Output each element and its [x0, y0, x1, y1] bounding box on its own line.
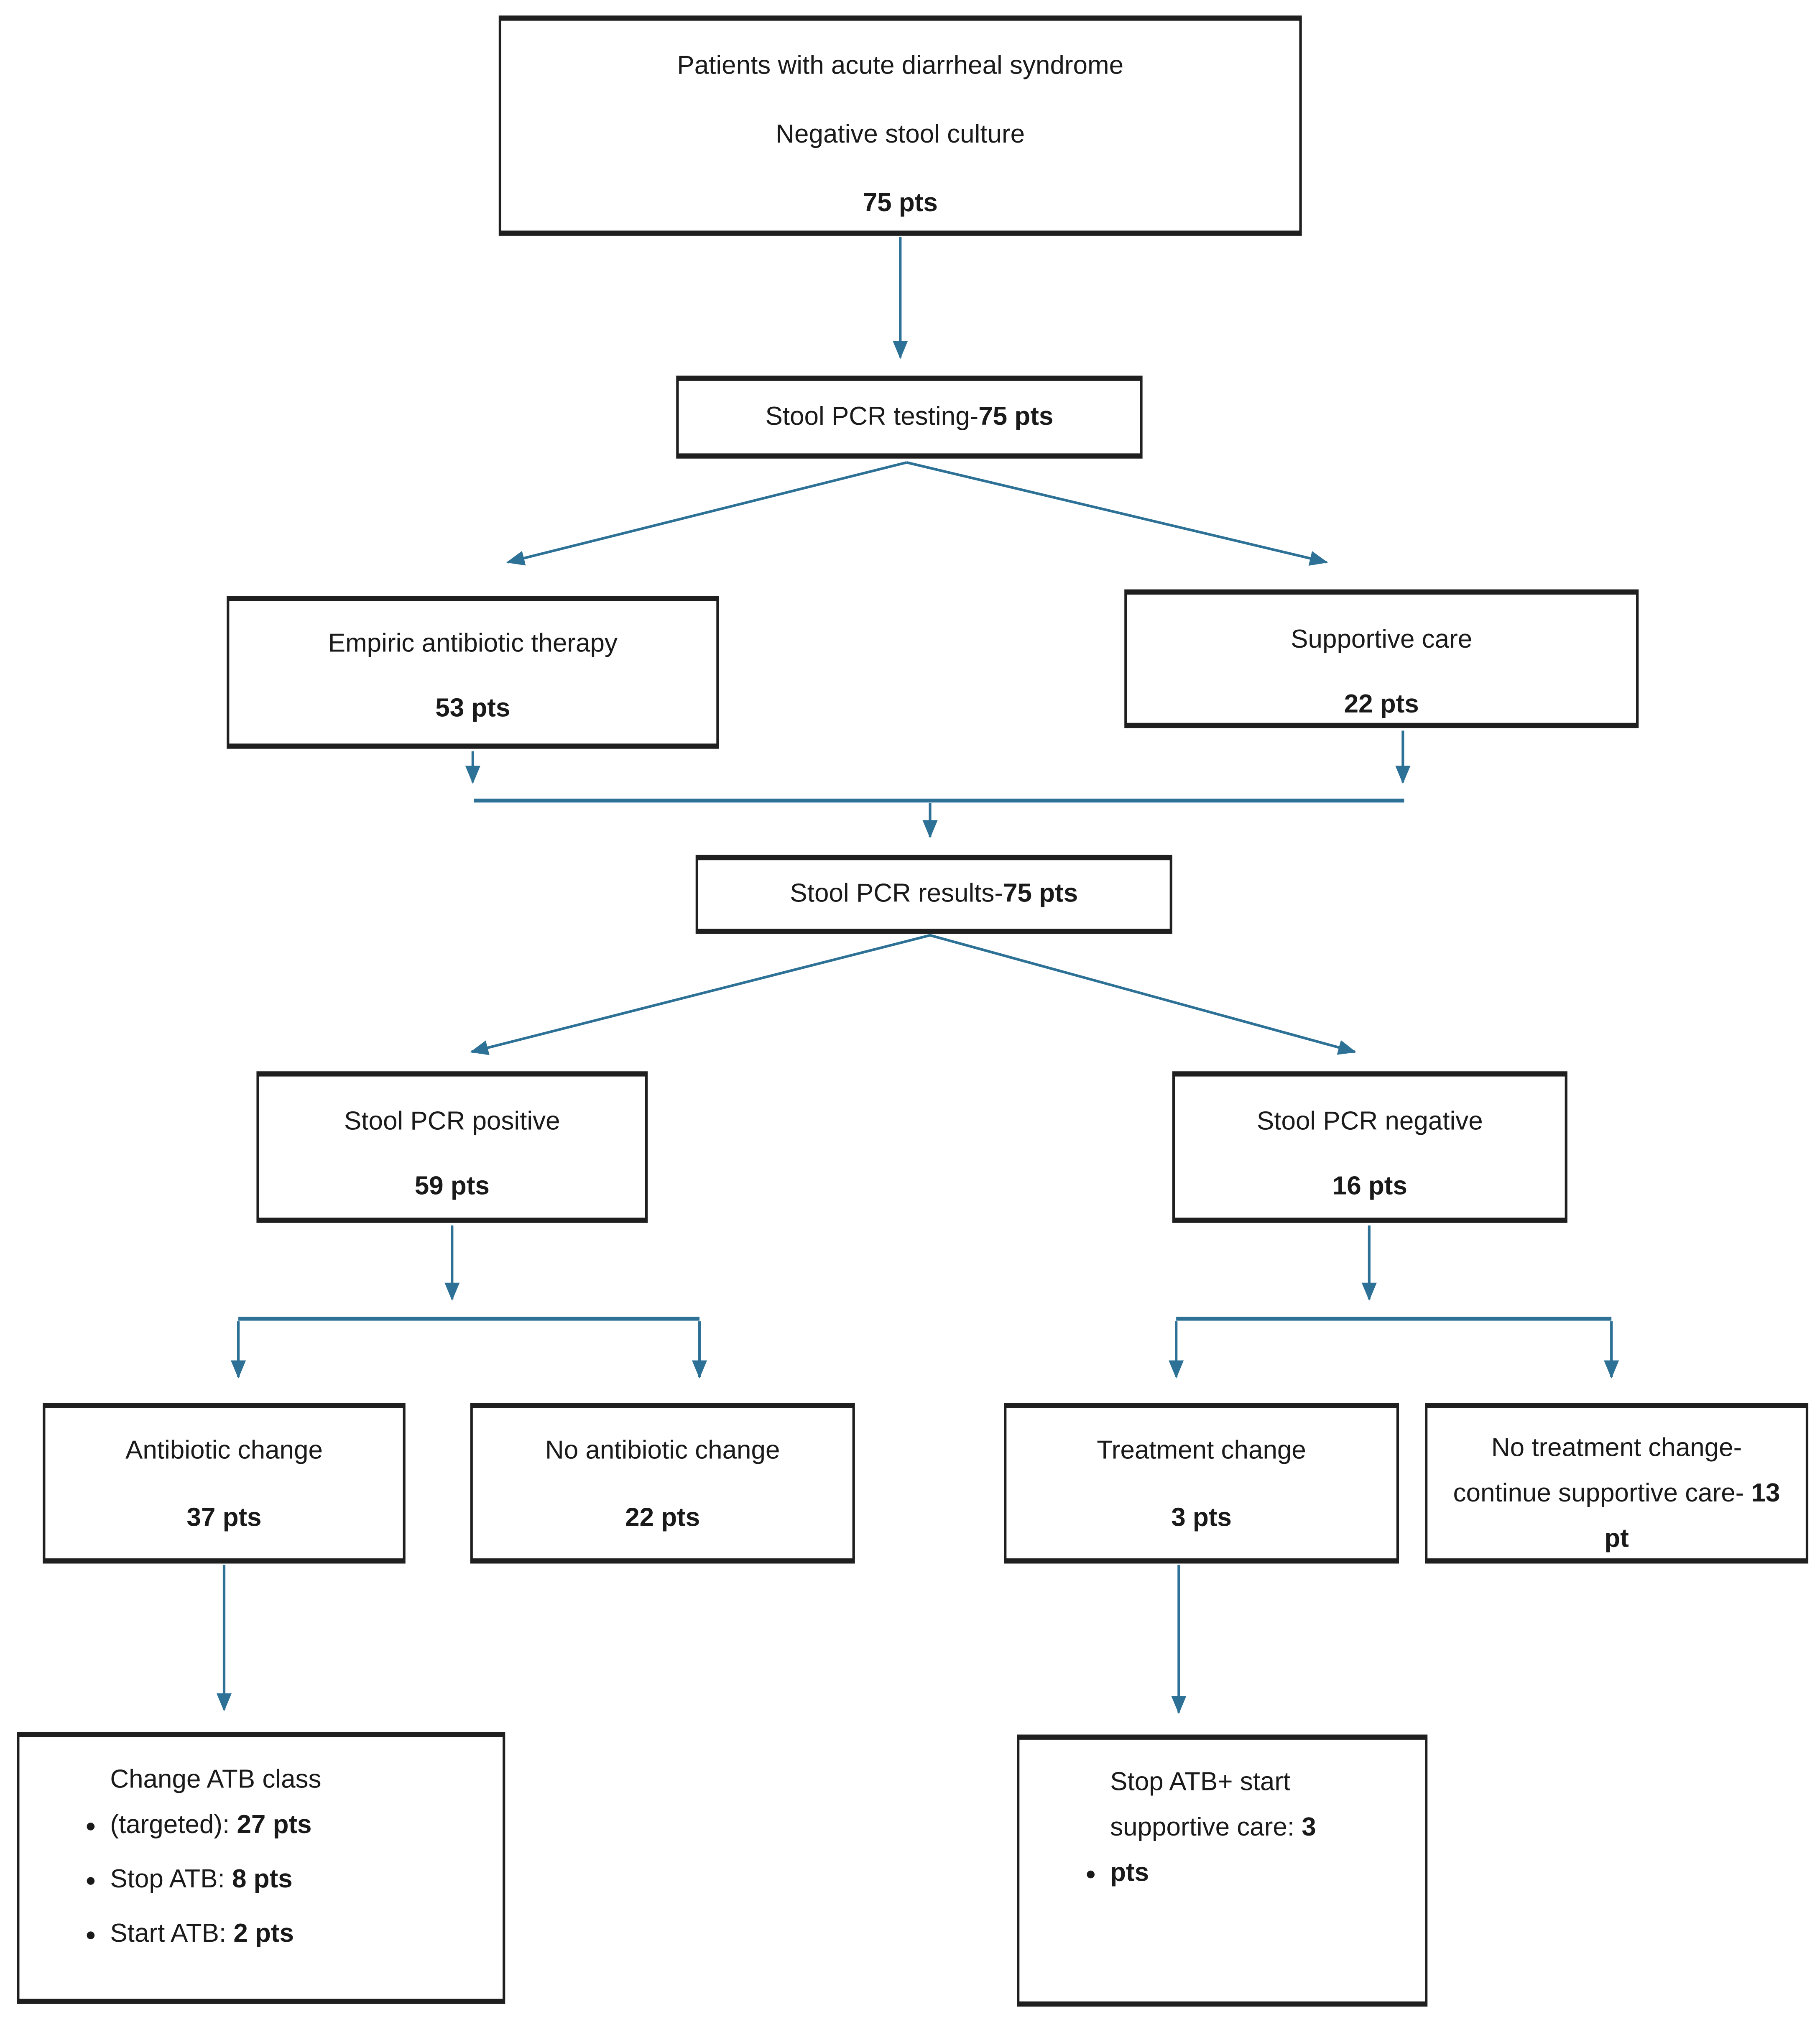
bullet-item: Change ATB class (targeted): 27 pts [110, 1758, 503, 1848]
bullet-item: Start ATB: 2 pts [110, 1912, 503, 1957]
node-count: 75 pts [978, 402, 1054, 431]
node-stool-pcr-positive: Stool PCR positive 59 pts [256, 1071, 648, 1223]
node-title: Stool PCR positive [344, 1107, 560, 1136]
node-title: Empiric antibiotic therapy [328, 629, 618, 658]
node-title: Antibiotic change [125, 1436, 323, 1466]
arrow-testing-to-supportive [906, 461, 1328, 566]
node-antibiotic-change: Antibiotic change 37 pts [43, 1403, 406, 1564]
node-treatment-change-detail: Stop ATB+ start supportive care: 3 pts [1017, 1734, 1428, 2007]
node-title: Supportive care [1291, 626, 1473, 654]
node-title-line1: Patients with acute diarrheal syndrome [677, 51, 1124, 81]
node-patients-cohort: Patients with acute diarrheal syndrome N… [498, 15, 1302, 236]
node-title: No treatment change- continue supportive… [1453, 1434, 1751, 1508]
node-title: No antibiotic change [545, 1436, 780, 1466]
node-treatment-change: Treatment change 3 pts [1004, 1403, 1399, 1564]
node-stool-pcr-results: Stool PCR results- 75 pts [695, 855, 1172, 934]
arrow-results-to-positive [470, 934, 931, 1055]
node-no-treatment-change: No treatment change- continue supportive… [1425, 1403, 1809, 1564]
node-stool-pcr-negative: Stool PCR negative 16 pts [1172, 1071, 1567, 1223]
node-count: 75 pts [863, 189, 938, 218]
bullet-item: Stop ATB+ start supportive care: 3 pts [1110, 1760, 1425, 1896]
node-stool-pcr-testing: Stool PCR testing- 75 pts [676, 375, 1143, 459]
node-count: 75 pts [1003, 879, 1078, 908]
node-count: 16 pts [1332, 1172, 1407, 1201]
bullet-list: Change ATB class (targeted): 27 pts Stop… [19, 1758, 503, 1957]
node-count: 22 pts [1344, 690, 1419, 719]
node-count: 3 pts [1171, 1504, 1232, 1533]
node-title: Stool PCR negative [1256, 1107, 1483, 1136]
node-empiric-antibiotic-therapy: Empiric antibiotic therapy 53 pts [227, 596, 719, 749]
arrow-testing-to-empiric [506, 461, 907, 566]
node-title: Stool PCR testing- [765, 402, 979, 431]
bullet-item: Stop ATB: 8 pts [110, 1858, 503, 1903]
node-supportive-care: Supportive care 22 pts [1124, 589, 1639, 728]
node-count: 37 pts [186, 1504, 262, 1533]
node-title: Stool PCR results- [790, 879, 1003, 908]
node-count: 59 pts [414, 1172, 490, 1201]
bullet-text: Start ATB: 2 pts [110, 1920, 294, 1948]
bullet-text: Change ATB class (targeted): 27 pts [110, 1765, 322, 1840]
node-title-line2: Negative stool culture [776, 120, 1025, 149]
node-count: 22 pts [625, 1504, 700, 1533]
node-count: 13 pt [1604, 1479, 1780, 1553]
bullet-text: Stop ATB+ start supportive care: 3 pts [1110, 1768, 1316, 1888]
node-antibiotic-change-detail: Change ATB class (targeted): 27 pts Stop… [17, 1732, 505, 2004]
bullet-text: Stop ATB: 8 pts [110, 1865, 293, 1894]
bullet-list: Stop ATB+ start supportive care: 3 pts [1019, 1760, 1425, 1896]
node-no-antibiotic-change: No antibiotic change 22 pts [470, 1403, 855, 1564]
node-count: 53 pts [435, 694, 511, 723]
arrow-results-to-negative [929, 934, 1357, 1055]
node-title: Treatment change [1097, 1436, 1306, 1466]
